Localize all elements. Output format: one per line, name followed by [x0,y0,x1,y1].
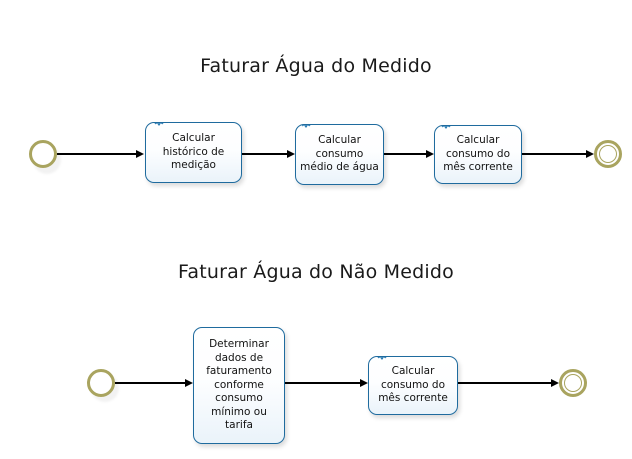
task-calcular-consumo-medio-de-agua[interactable]: Calcular consumo médio de água [295,124,384,185]
sequence-flow-4-arrow [586,149,594,158]
sequence-flow-1 [57,153,136,155]
task-calcular-consumo-do-mes-corrente-nao-medido[interactable]: Calcular consumo do mês corrente [368,356,458,415]
sequence-flow-6-arrow [360,378,368,387]
gear-icon [301,125,311,128]
task-calcular-consumo-do-mes-corrente-medido[interactable]: Calcular consumo do mês corrente [434,125,522,184]
sequence-flow-1-arrow [136,149,144,158]
start-event-medido[interactable] [29,140,57,168]
sequence-flow-7 [458,382,551,384]
task-label: Calcular consumo do mês corrente [378,365,448,405]
sequence-flow-3-arrow [426,149,434,158]
task-label: Calcular consumo médio de água [300,134,379,174]
task-label: Calcular consumo do mês corrente [443,134,513,174]
lane-title-nao-medido: Faturar Água do Não Medido [178,261,454,283]
sequence-flow-3 [384,153,426,155]
sequence-flow-5 [115,382,185,384]
task-determinar-dados-de-faturamento[interactable]: Determinar dados de faturamento conforme… [193,327,285,444]
gear-icon [377,357,387,360]
sequence-flow-5-arrow [185,378,193,387]
lane-title-medido: Faturar Água do Medido [200,55,432,77]
sequence-flow-2 [242,153,287,155]
gear-icon [441,126,451,129]
gear-icon [154,123,164,126]
task-label: Determinar dados de faturamento conforme… [206,338,272,432]
sequence-flow-7-arrow [551,378,559,387]
start-event-nao-medido[interactable] [87,369,115,397]
task-label: Calcular histórico de medição [162,132,225,172]
task-calcular-historico-de-medicao[interactable]: Calcular histórico de medição [145,122,242,183]
sequence-flow-6 [285,382,360,384]
sequence-flow-2-arrow [287,149,295,158]
end-event-medido[interactable] [594,140,622,168]
sequence-flow-4 [522,153,586,155]
end-event-nao-medido[interactable] [559,369,587,397]
